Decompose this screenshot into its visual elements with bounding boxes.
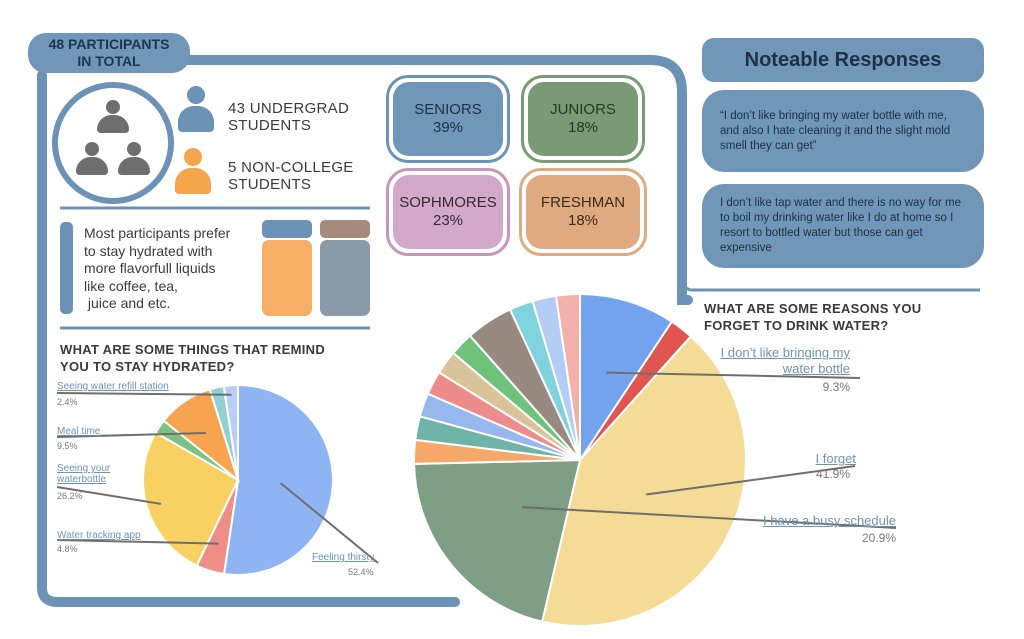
small-label-refill: Seeing water refill station [57,381,169,392]
forget-slice-2 [540,335,747,627]
big-pct-forget: 41.9% [815,467,850,481]
forget-leader-3 [521,506,897,529]
forget-title-line1: WHAT ARE SOME REASONS YOU [704,301,922,316]
quote-card-1: “I don’t like bringing my water bottle w… [702,90,984,172]
reminder-leader-4 [56,431,206,438]
reminder-leader-2 [56,486,162,505]
preference-line: to stay hydrated with [84,242,213,259]
coffee-jar-icon [320,240,370,316]
card-seniors: SENIORS 39% [386,75,510,163]
card-sophmores-name: SOPHMORES [399,194,497,211]
preference-line: juice and etc. [84,295,171,311]
noncollege-person-icon [175,148,211,194]
preference-line: more flavorfull liquids [84,260,216,276]
big-label-bottle: I don’t like bringing my water bottle [720,345,850,376]
small-pct-refill: 2.4% [57,397,78,407]
forget-chart-title: WHAT ARE SOME REASONS YOU FORGET TO DRIN… [704,300,921,334]
person-icon [118,142,150,176]
forget-title-line2: FORGET TO DRINK WATER? [704,318,889,333]
frame-top-border [45,55,693,305]
big-pct-bottle: 9.3% [822,380,850,394]
small-pct-thirsty: 52.4% [348,567,374,577]
card-juniors-pct: 18% [567,119,599,136]
card-juniors: JUNIORS 18% [521,75,645,163]
card-sophmores: SOPHMORES 23% [386,168,510,256]
forget-slice-3 [413,458,582,623]
small-label-bottle: Seeing your waterbottle [57,463,111,485]
undergrad-person-icon [178,86,214,132]
card-sophmores-pct: 23% [432,212,464,229]
quote-card-2: I don’t like tap water and there is no w… [702,184,984,268]
forget-slice-13 [554,292,581,461]
reminders-chart-title: WHAT ARE SOME THINGS THAT REMIND YOU TO … [60,341,325,375]
reminders-title-line1: WHAT ARE SOME THINGS THAT REMIND [60,342,326,357]
card-freshman: FRESHMAN 18% [519,168,647,256]
preference-text: Most participants prefer to stay hydrate… [84,225,230,313]
undergrad-count: 43 UNDERGRAD STUDENTS [228,100,349,134]
reminders-title-line2: YOU TO STAY HYDRATED? [60,359,235,374]
small-label-thirsty: Feeling thirsty [312,552,375,563]
jar-lid-icon [320,220,370,238]
card-seniors-name: SENIORS [414,101,482,118]
participants-group-icon [52,82,174,204]
small-pct-bottle: 26.2% [57,491,83,501]
reminder-slice-0 [222,383,334,576]
noncollege-line2: STUDENTS [228,176,312,193]
frame-left-border [37,70,460,607]
reminder-leader-6 [56,392,232,396]
jar-lid-icon [262,220,312,238]
card-juniors-name: JUNIORS [550,101,616,118]
reminder-leader-0 [279,482,379,564]
small-label-meal: Meal time [57,426,101,437]
forget-leader-2 [646,465,856,496]
person-icon [76,142,108,176]
card-freshman-name: FRESHMAN [540,194,626,211]
quote-2-text: I don’t like tap water and there is no w… [720,197,961,254]
small-pct-meal: 9.5% [57,441,78,451]
reminder-slice-2 [142,431,240,567]
participants-tag: 48 PARTICIPANTS IN TOTAL [28,33,190,73]
forget-leader-0 [606,371,861,379]
notable-responses-title: Noteable Responses [702,38,984,82]
person-icon [97,100,129,134]
card-freshman-pct: 18% [567,212,599,229]
reminder-slice-6 [222,383,239,481]
big-label-forget: I forget [815,451,856,466]
preference-line: Most participants prefer [84,225,231,241]
forget-slice-0 [579,292,674,464]
small-pct-app: 4.8% [57,544,78,554]
participants-tag-line2: IN TOTAL [77,53,141,69]
undergrad-line1: 43 UNDERGRAD [228,100,350,117]
noncollege-count: 5 NON-COLLEGE STUDENTS [228,159,354,193]
reminder-leader-1 [56,539,219,545]
big-pct-busy: 20.9% [861,531,896,545]
right-divider [678,95,980,292]
quote-1-text: “I don’t like bringing my water bottle w… [720,109,951,152]
participants-tag-line1: 48 PARTICIPANTS [48,36,170,52]
noncollege-line1: 5 NON-COLLEGE [228,159,354,176]
big-label-busy: I have a busy schedule [763,513,896,528]
undergrad-line2: STUDENTS [228,117,312,134]
card-seniors-pct: 39% [432,119,464,136]
preference-line: like coffee, tea, [84,277,178,294]
juice-jar-icon [262,240,312,316]
preference-bar [60,222,73,314]
small-label-app: Water tracking app [57,530,141,541]
